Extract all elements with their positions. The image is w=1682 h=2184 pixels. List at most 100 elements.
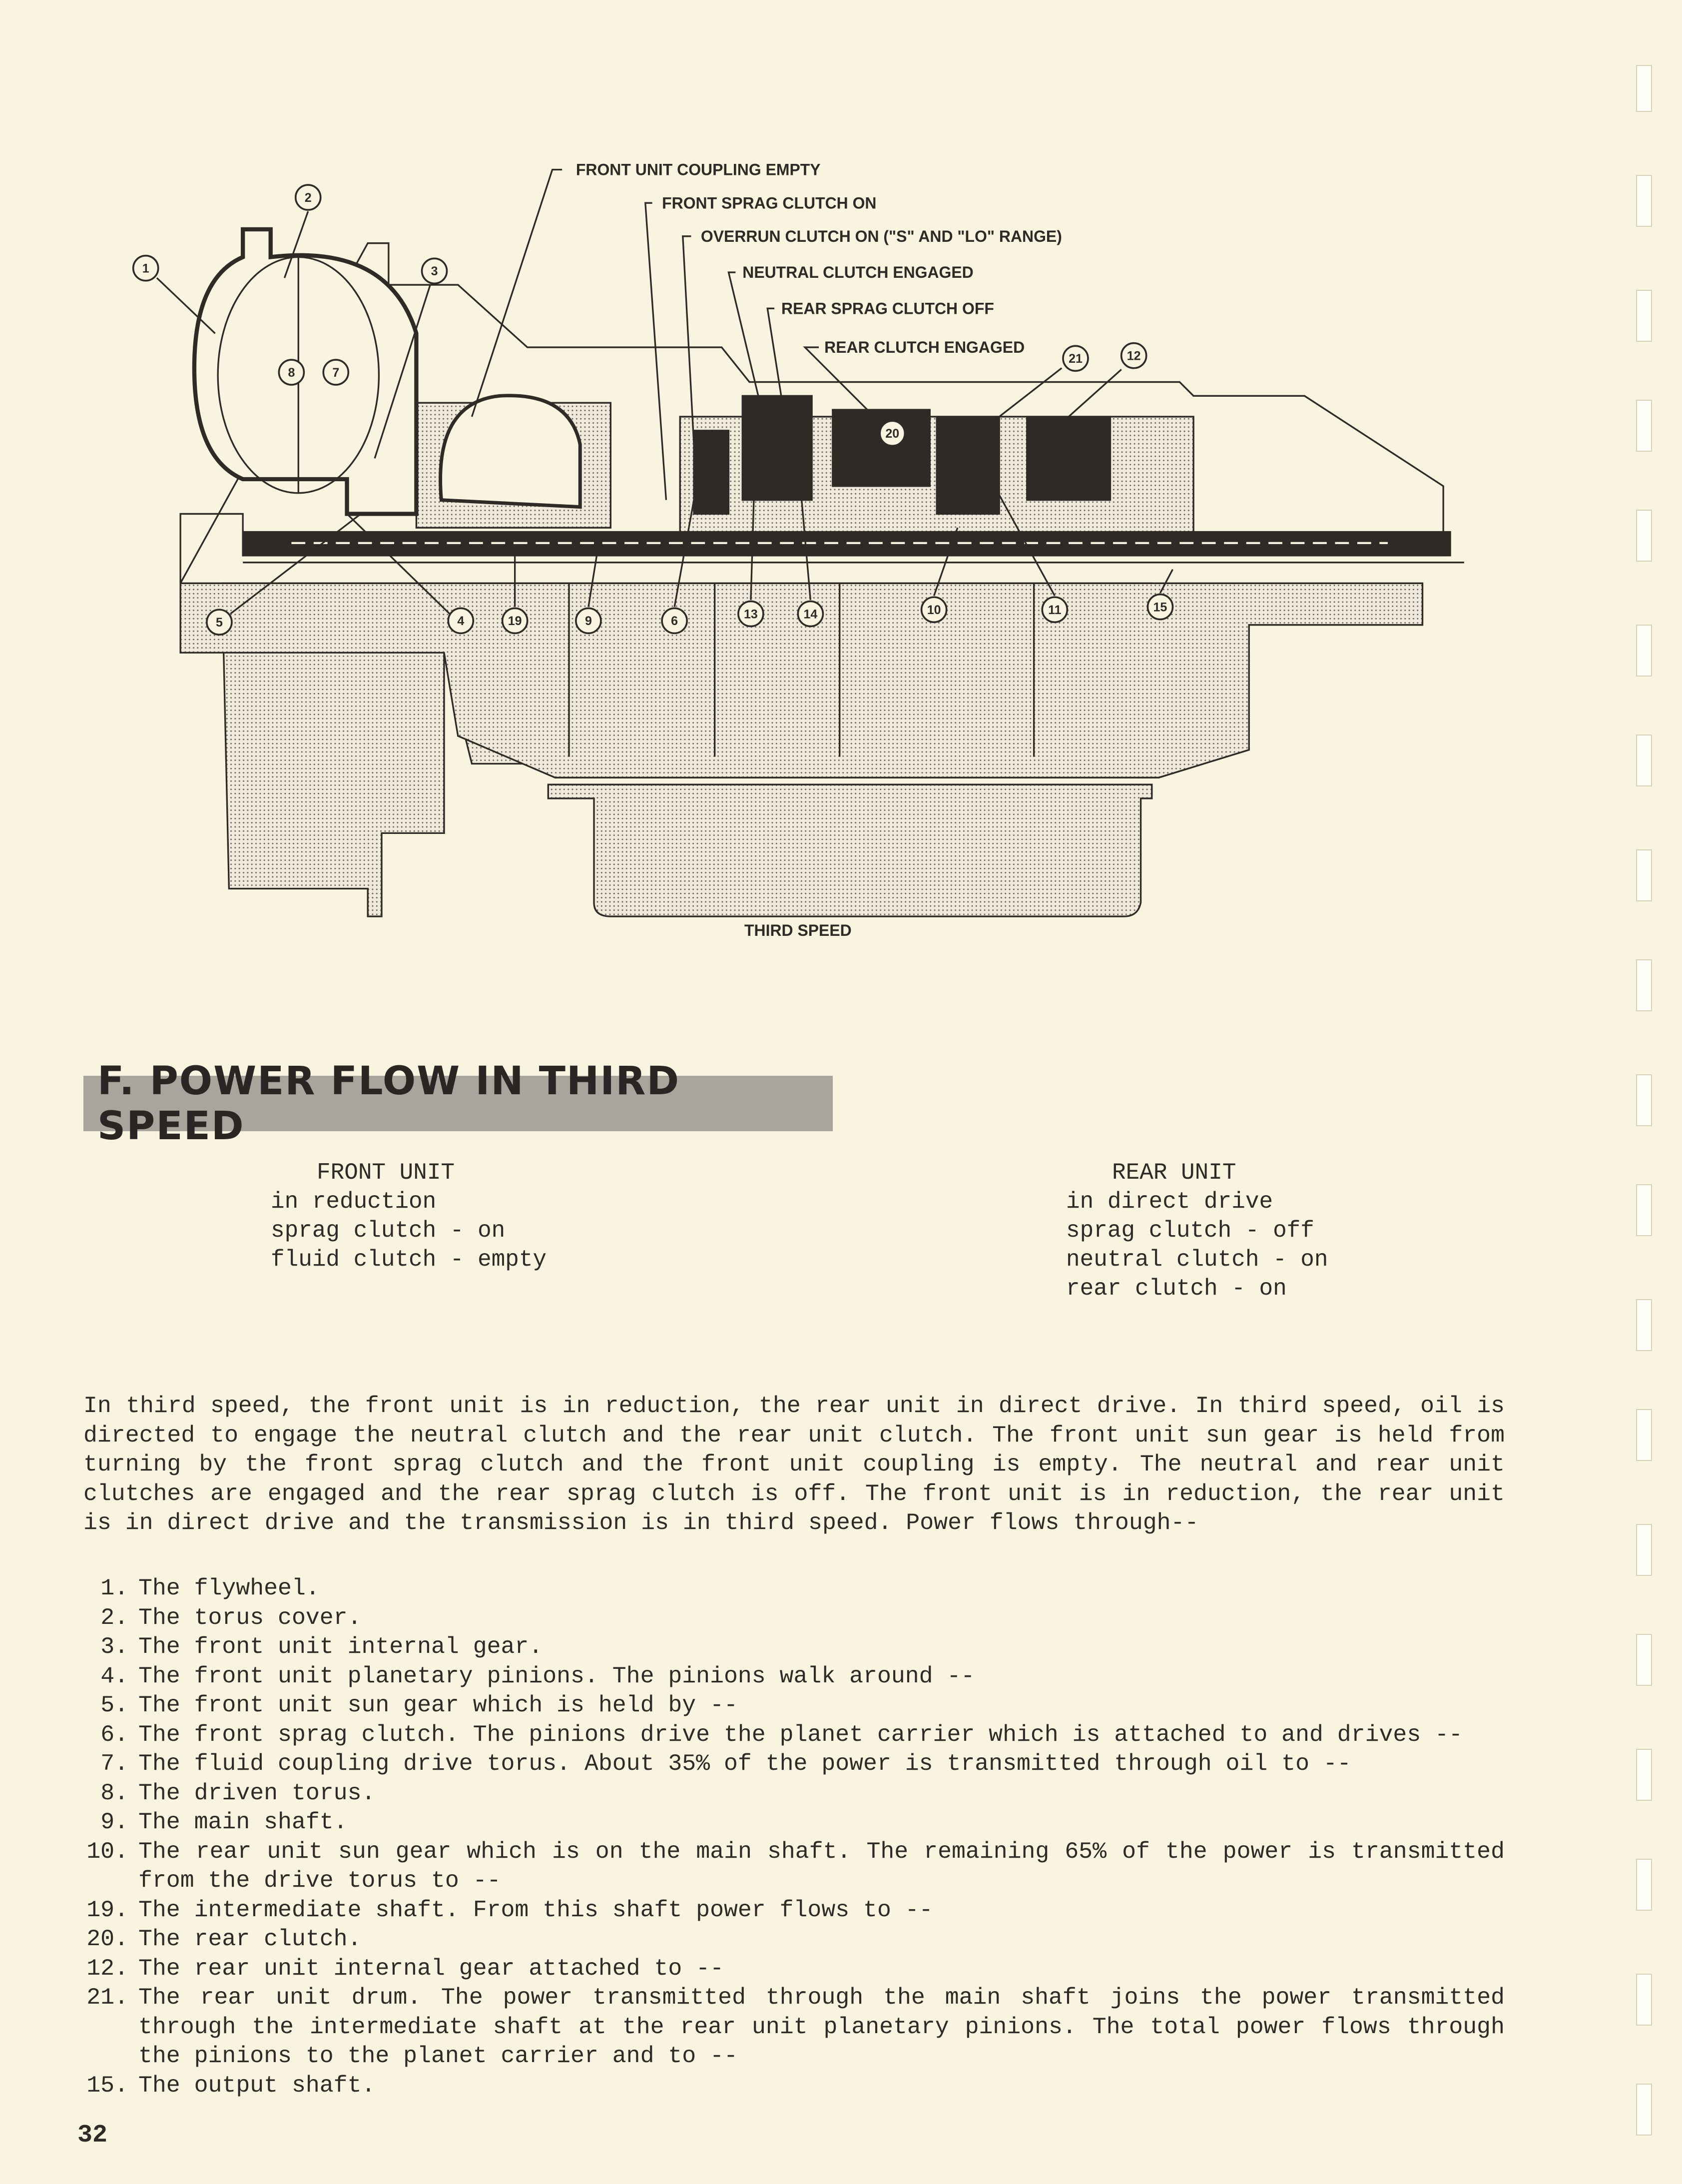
step-text: The front unit sun gear which is held by… — [138, 1692, 738, 1718]
front-unit-title: FRONT UNIT — [317, 1160, 455, 1186]
callout-number: 6 — [671, 614, 678, 628]
label-rear-sprag: REAR SPRAG CLUTCH OFF — [781, 299, 994, 317]
callout-circle — [797, 600, 824, 628]
binder-tab — [1636, 1074, 1652, 1126]
step-number: 6. — [100, 1721, 128, 1748]
step-text: The fluid coupling drive torus. About 35… — [138, 1750, 1351, 1777]
list-item: 19. The intermediate shaft. From this sha… — [56, 1896, 1505, 1925]
callout-number: 12 — [1127, 349, 1141, 363]
callout-number: 4 — [457, 614, 464, 628]
callout-circle — [1146, 593, 1174, 621]
binder-tab — [1636, 400, 1652, 452]
label-rear-clutch: REAR CLUTCH ENGAGED — [824, 338, 1025, 356]
step-text: The front unit internal gear. — [138, 1633, 543, 1660]
callout-circle — [322, 359, 350, 386]
binder-tab — [1636, 1524, 1652, 1576]
callout-number: 19 — [508, 614, 522, 628]
list-item: 9. The main shaft. — [56, 1808, 1505, 1837]
step-number: 3. — [100, 1633, 128, 1660]
callout-number: 8 — [288, 366, 295, 380]
rear-unit-line: sprag clutch - off — [1066, 1218, 1314, 1244]
callout-number: 20 — [885, 427, 899, 441]
callout-circle — [294, 184, 322, 211]
callout-number: 21 — [1069, 352, 1083, 366]
binder-tab — [1636, 1184, 1652, 1236]
callout-number: 10 — [927, 603, 941, 617]
callout-circle — [1062, 345, 1089, 372]
callout-circle — [879, 420, 906, 447]
section-heading-text: F. POWER FLOW IN THIRD SPEED — [97, 1058, 680, 1149]
binder-tab — [1636, 1749, 1652, 1801]
step-number: 20. — [86, 1926, 128, 1952]
callout-circle — [447, 607, 475, 635]
step-text: The driven torus. — [138, 1779, 376, 1806]
callout-number: 2 — [305, 191, 312, 205]
step-number: 4. — [100, 1662, 128, 1689]
step-text: The front unit planetary pinions. The pi… — [138, 1662, 975, 1689]
binder-tab — [1636, 959, 1652, 1011]
binder-tab — [1636, 290, 1652, 342]
callout-circle — [575, 607, 602, 635]
callout-number: 3 — [431, 264, 438, 278]
front-unit-line: in reduction — [271, 1189, 437, 1215]
rear-unit-line: rear clutch - on — [1066, 1276, 1287, 1302]
binder-tab — [1636, 1859, 1652, 1911]
binder-tab — [1636, 65, 1652, 112]
callout-number: 1 — [142, 262, 149, 276]
diagram-caption: THIRD SPEED — [744, 921, 852, 939]
step-text: The rear unit sun gear which is on the m… — [138, 1838, 1505, 1894]
callout-circle — [661, 607, 688, 635]
list-item: 1. The flywheel. — [56, 1574, 1505, 1603]
step-text: The intermediate shaft. From this shaft … — [138, 1896, 933, 1923]
step-number: 10. — [86, 1838, 128, 1865]
callout-number: 14 — [803, 607, 817, 621]
binder-tab — [1636, 625, 1652, 677]
binder-tab — [1636, 1974, 1652, 2026]
front-unit-line: fluid clutch - empty — [271, 1247, 547, 1273]
binder-tab — [1636, 734, 1652, 786]
list-item: 15.The output shaft. — [56, 2071, 1505, 2101]
step-number: 1. — [100, 1575, 128, 1601]
step-text: The rear clutch. — [138, 1926, 362, 1952]
callout-circle — [1120, 342, 1147, 369]
step-text: The flywheel. — [138, 1575, 320, 1601]
step-number: 5. — [100, 1692, 128, 1718]
list-item: 20. The rear clutch. — [56, 1925, 1505, 1954]
front-unit-line: sprag clutch - on — [271, 1218, 506, 1244]
callout-number: 15 — [1153, 600, 1167, 614]
callout-number: 7 — [332, 366, 339, 380]
rear-unit-line: in direct drive — [1066, 1189, 1273, 1215]
list-item: 2.The torus cover. — [56, 1603, 1505, 1633]
step-text: The output shaft. — [138, 2072, 376, 2099]
callout-circle — [278, 359, 305, 386]
callout-circle — [737, 600, 764, 628]
rear-unit-summary: REAR UNIT in direct drive sprag clutch -… — [1066, 1158, 1328, 1303]
callout-number: 13 — [744, 607, 758, 621]
list-item: 3. The front unit internal gear. — [56, 1632, 1505, 1662]
callout-labels: FRONT UNIT COUPLING EMPTY FRONT SPRAG CL… — [576, 161, 1062, 939]
rear-unit-line: neutral clutch - on — [1066, 1247, 1328, 1273]
list-item: 6.The front sprag clutch. The pinions dr… — [56, 1720, 1505, 1750]
step-number: 7. — [100, 1750, 128, 1777]
step-number: 19. — [86, 1896, 128, 1923]
binder-tab — [1636, 510, 1652, 562]
callout-circle — [206, 609, 233, 636]
callout-number: 5 — [216, 616, 223, 630]
intro-paragraph: In third speed, the front unit is in red… — [83, 1393, 1505, 1536]
step-text: The rear unit internal gear attached to … — [138, 1955, 724, 1982]
step-text: The main shaft. — [138, 1809, 348, 1835]
label-overrun: OVERRUN CLUTCH ON ("S" AND "LO" RANGE) — [701, 227, 1062, 245]
step-number: 9. — [100, 1809, 128, 1835]
binder-tab — [1636, 849, 1652, 901]
leader-lines — [156, 168, 1173, 615]
label-neutral: NEUTRAL CLUTCH ENGAGED — [742, 263, 974, 281]
power-flow-steps: 1. The flywheel.2.The torus cover.3. The f… — [56, 1574, 1505, 2100]
callout-number: 9 — [585, 614, 592, 628]
step-number: 21. — [86, 1984, 128, 2011]
front-unit-summary: FRONT UNIT in reduction sprag clutch - o… — [271, 1158, 547, 1274]
list-item: 4. The front unit planetary pinions. The … — [56, 1662, 1505, 1691]
callout-circle — [920, 596, 948, 623]
step-number: 12. — [86, 1955, 128, 1982]
